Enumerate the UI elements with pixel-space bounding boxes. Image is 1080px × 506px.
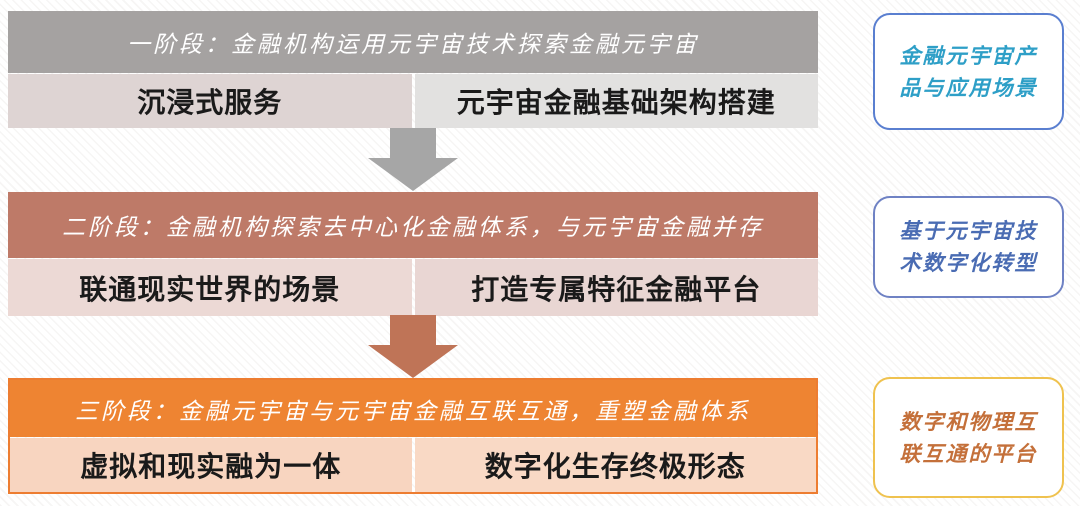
down-arrow-head: [368, 158, 458, 191]
stage-1-header: 一阶段：金融机构运用元宇宙技术探索金融元宇宙: [8, 11, 818, 73]
stage-1-item-right: 元宇宙金融基础架构搭建: [414, 74, 818, 128]
side-note-line: 术数字化转型: [899, 250, 1038, 275]
side-note-stage-2: 基于元宇宙技 术数字化转型: [873, 196, 1064, 298]
stage-3-item-left: 虚拟和现实融为一体: [10, 438, 412, 492]
stage-2-group: 二阶段：金融机构探索去中心化金融体系，与元宇宙金融并存 联通现实世界的场景 打造…: [8, 192, 818, 316]
side-note-line: 联互通的平台: [899, 440, 1038, 466]
stage-2-item-right: 打造专属特征金融平台: [414, 259, 818, 316]
stage-1-group: 一阶段：金融机构运用元宇宙技术探索金融元宇宙 沉浸式服务 元宇宙金融基础架构搭建: [8, 11, 818, 128]
down-arrow-icon: [368, 128, 458, 191]
stage-2-item-left: 联通现实世界的场景: [8, 259, 412, 316]
side-note-line: 金融元宇宙产: [899, 42, 1038, 68]
stage-3-header: 三阶段：金融元宇宙与元宇宙金融互联互通，重塑金融体系: [10, 380, 816, 437]
down-arrow-stem: [390, 315, 436, 345]
stage-3-item-right: 数字化生存终极形态: [414, 438, 816, 492]
stage-3-items: 虚拟和现实融为一体 数字化生存终极形态: [10, 438, 816, 492]
stage-3-group: 三阶段：金融元宇宙与元宇宙金融互联互通，重塑金融体系 虚拟和现实融为一体 数字化…: [8, 378, 818, 494]
side-note-line: 品与应用场景: [899, 74, 1038, 100]
side-note-stage-3: 数字和物理互 联互通的平台: [873, 377, 1064, 498]
down-arrow-head: [368, 345, 458, 378]
stage-2-items: 联通现实世界的场景 打造专属特征金融平台: [8, 259, 818, 316]
side-note-line: 基于元宇宙技: [899, 218, 1038, 243]
down-arrow-icon: [368, 315, 458, 378]
stage-1-item-left: 沉浸式服务: [8, 74, 412, 128]
side-note-stage-1: 金融元宇宙产 品与应用场景: [873, 13, 1064, 130]
down-arrow-stem: [390, 128, 436, 158]
side-note-line: 数字和物理互: [899, 408, 1038, 434]
stage-2-header: 二阶段：金融机构探索去中心化金融体系，与元宇宙金融并存: [8, 192, 818, 258]
stage-1-items: 沉浸式服务 元宇宙金融基础架构搭建: [8, 74, 818, 128]
